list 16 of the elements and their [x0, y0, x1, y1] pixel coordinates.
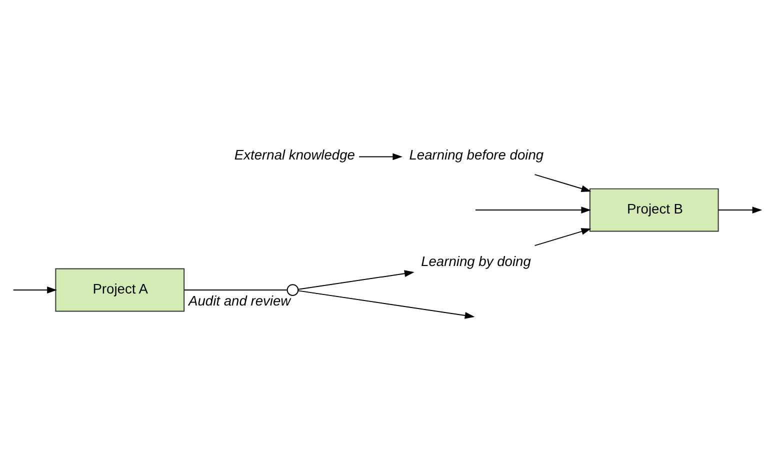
node-text: Learning by doing [421, 253, 531, 270]
arrow [534, 228, 592, 246]
arrow [298, 290, 475, 319]
arrow [298, 270, 414, 290]
arrow [12, 286, 57, 294]
node-box: Project B [589, 188, 719, 232]
connector [184, 290, 288, 291]
arrow [718, 206, 762, 214]
node-text: External knowledge [234, 146, 355, 162]
arrow [358, 153, 403, 160]
node-label: Audit and review [188, 292, 291, 309]
node-text: Learning before doing [409, 146, 544, 162]
arrow [534, 174, 592, 192]
node-box: Project A [55, 268, 185, 312]
arrow [475, 206, 592, 214]
node-circle [286, 284, 299, 296]
